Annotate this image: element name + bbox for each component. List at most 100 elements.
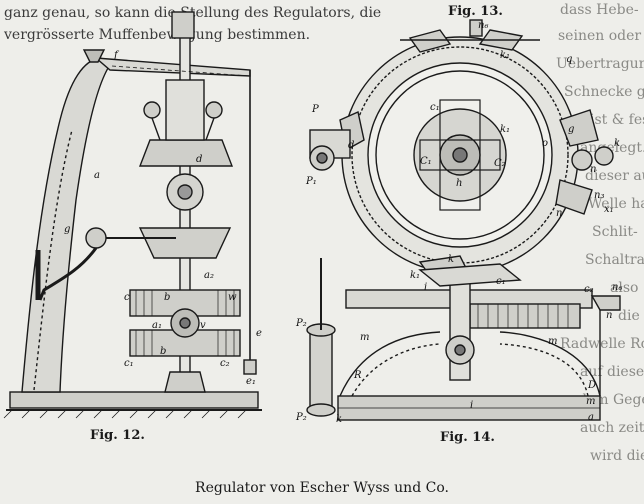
pawl-right-lower (555, 179, 593, 215)
rc-line: also (610, 280, 638, 296)
fig13-caption: Fig. 13. (448, 4, 503, 19)
lbl: D (587, 380, 596, 391)
lbl: c₂ (584, 284, 594, 295)
rc-line: Schnecke gre- (564, 84, 644, 100)
lbl: x₁ (604, 204, 614, 215)
lbl: i (424, 282, 427, 293)
rc-line: Uebertragung durch (556, 56, 644, 72)
lbl: P₂ (295, 412, 307, 423)
lbl: i (470, 400, 473, 411)
lbl: a (94, 170, 100, 181)
tooth-ring (351, 46, 569, 264)
lbl: n₆ (478, 20, 488, 31)
support-left (339, 331, 441, 397)
lbl: n₃ (594, 190, 604, 201)
base-plate (9, 391, 259, 409)
lower-support (164, 371, 206, 393)
fig13-labels: n₆ k₁ q c₁ o g n k P d P₁ C₁ k₁ C₂ h n₃ … (305, 20, 620, 281)
lbl: v (200, 320, 206, 331)
rc-line: dieser auf (585, 168, 644, 184)
fig12-drawing (3, 11, 262, 419)
lbl: w (228, 292, 237, 303)
ball-right (205, 101, 223, 119)
mid-body (138, 227, 232, 259)
gear-teeth (135, 290, 235, 356)
fig13-drawing (309, 19, 614, 277)
fig14-labels: c₁ i k n₆ c₂ n m P₂ m i D m a R P₂ k (295, 254, 622, 425)
pawl-right (559, 109, 599, 147)
lbl: P₁ (305, 176, 317, 187)
lbl: e₁ (246, 376, 256, 387)
lbl: m (360, 332, 369, 343)
rc-line: die (618, 308, 640, 324)
lbl: f (113, 50, 120, 61)
upper-housing (165, 79, 205, 141)
fig12-caption: Fig. 12. (90, 428, 145, 443)
ball-left (143, 101, 161, 119)
lbl: P₂ (295, 318, 307, 329)
cross-bar-v (439, 99, 481, 211)
support-right (499, 331, 601, 397)
top-arm (93, 57, 251, 77)
lbl: g (568, 124, 574, 135)
lbl: c (124, 292, 130, 303)
lbl: a₁ (152, 320, 162, 331)
lbl: q (566, 54, 572, 65)
rc-line: ist & fest (590, 112, 644, 128)
bg-line-2: vergrösserte Muffenbewegung bestimmen. (4, 27, 311, 43)
fig14-caption: Fig. 14. (440, 430, 495, 445)
rc-line: dass Hebe- (560, 2, 639, 18)
lbl: k (614, 138, 620, 149)
lbl: c₂ (220, 358, 230, 369)
lbl: n (590, 164, 596, 175)
lbl: C₂ (494, 158, 506, 169)
rc-line: auf diese so (580, 364, 644, 380)
rc-line: auch zeitlich (580, 420, 644, 436)
cross-bar-h (419, 139, 501, 171)
oil-cup (82, 49, 106, 63)
rc-line: seinen oder (558, 28, 641, 44)
lbl: C₁ (420, 156, 432, 167)
rc-line: Schlit- (592, 224, 638, 240)
lbl: m (548, 336, 557, 347)
lbl: b (160, 346, 166, 357)
lbl: c₁ (124, 358, 134, 369)
crank-hub (85, 227, 107, 249)
fig14-drawing (306, 258, 621, 421)
lbl: n (556, 208, 562, 219)
lbl: k (448, 254, 454, 265)
lbl: d (196, 154, 202, 165)
lbl: e (256, 328, 262, 339)
roller-post (309, 329, 333, 411)
lbl: k₁ (410, 270, 420, 281)
rc-line: Welle hakt, (588, 196, 644, 212)
plate-subtitle: Regulator von Escher Wyss und Co. (195, 480, 449, 496)
ground-hatch (3, 409, 247, 419)
rc-line: Schaltrad (585, 252, 644, 268)
rc-line: wird die (590, 448, 644, 464)
right-bracket (590, 295, 621, 311)
lbl: n₆ (612, 282, 622, 293)
lbl: a (588, 412, 594, 423)
lbl: b (164, 292, 170, 303)
lbl: c₁ (430, 102, 440, 113)
rc-line: Radwelle Rot- (560, 336, 644, 352)
lbl: R (353, 370, 362, 381)
lbl: k₁ (500, 124, 510, 135)
gear-teeth-block (469, 303, 581, 329)
right-column-text: dass Hebe- seinen oder Uebertragung durc… (556, 2, 644, 464)
fig12-labels: f a d g a₂ c b w v c₁ b c₂ e a₁ e₁ (64, 50, 262, 387)
right-wheel (571, 149, 593, 171)
upper-linkage (418, 263, 522, 287)
lbl: g (64, 224, 70, 235)
upper-body (138, 139, 234, 167)
lbl: k (336, 414, 342, 425)
lbl: h (456, 178, 462, 189)
pawl-top-left (408, 29, 452, 53)
lbl: a₂ (204, 270, 214, 281)
lbl: o (542, 138, 548, 149)
teeth-fig14 (477, 304, 569, 328)
lbl: n (606, 310, 612, 321)
crank-arm (38, 247, 98, 301)
